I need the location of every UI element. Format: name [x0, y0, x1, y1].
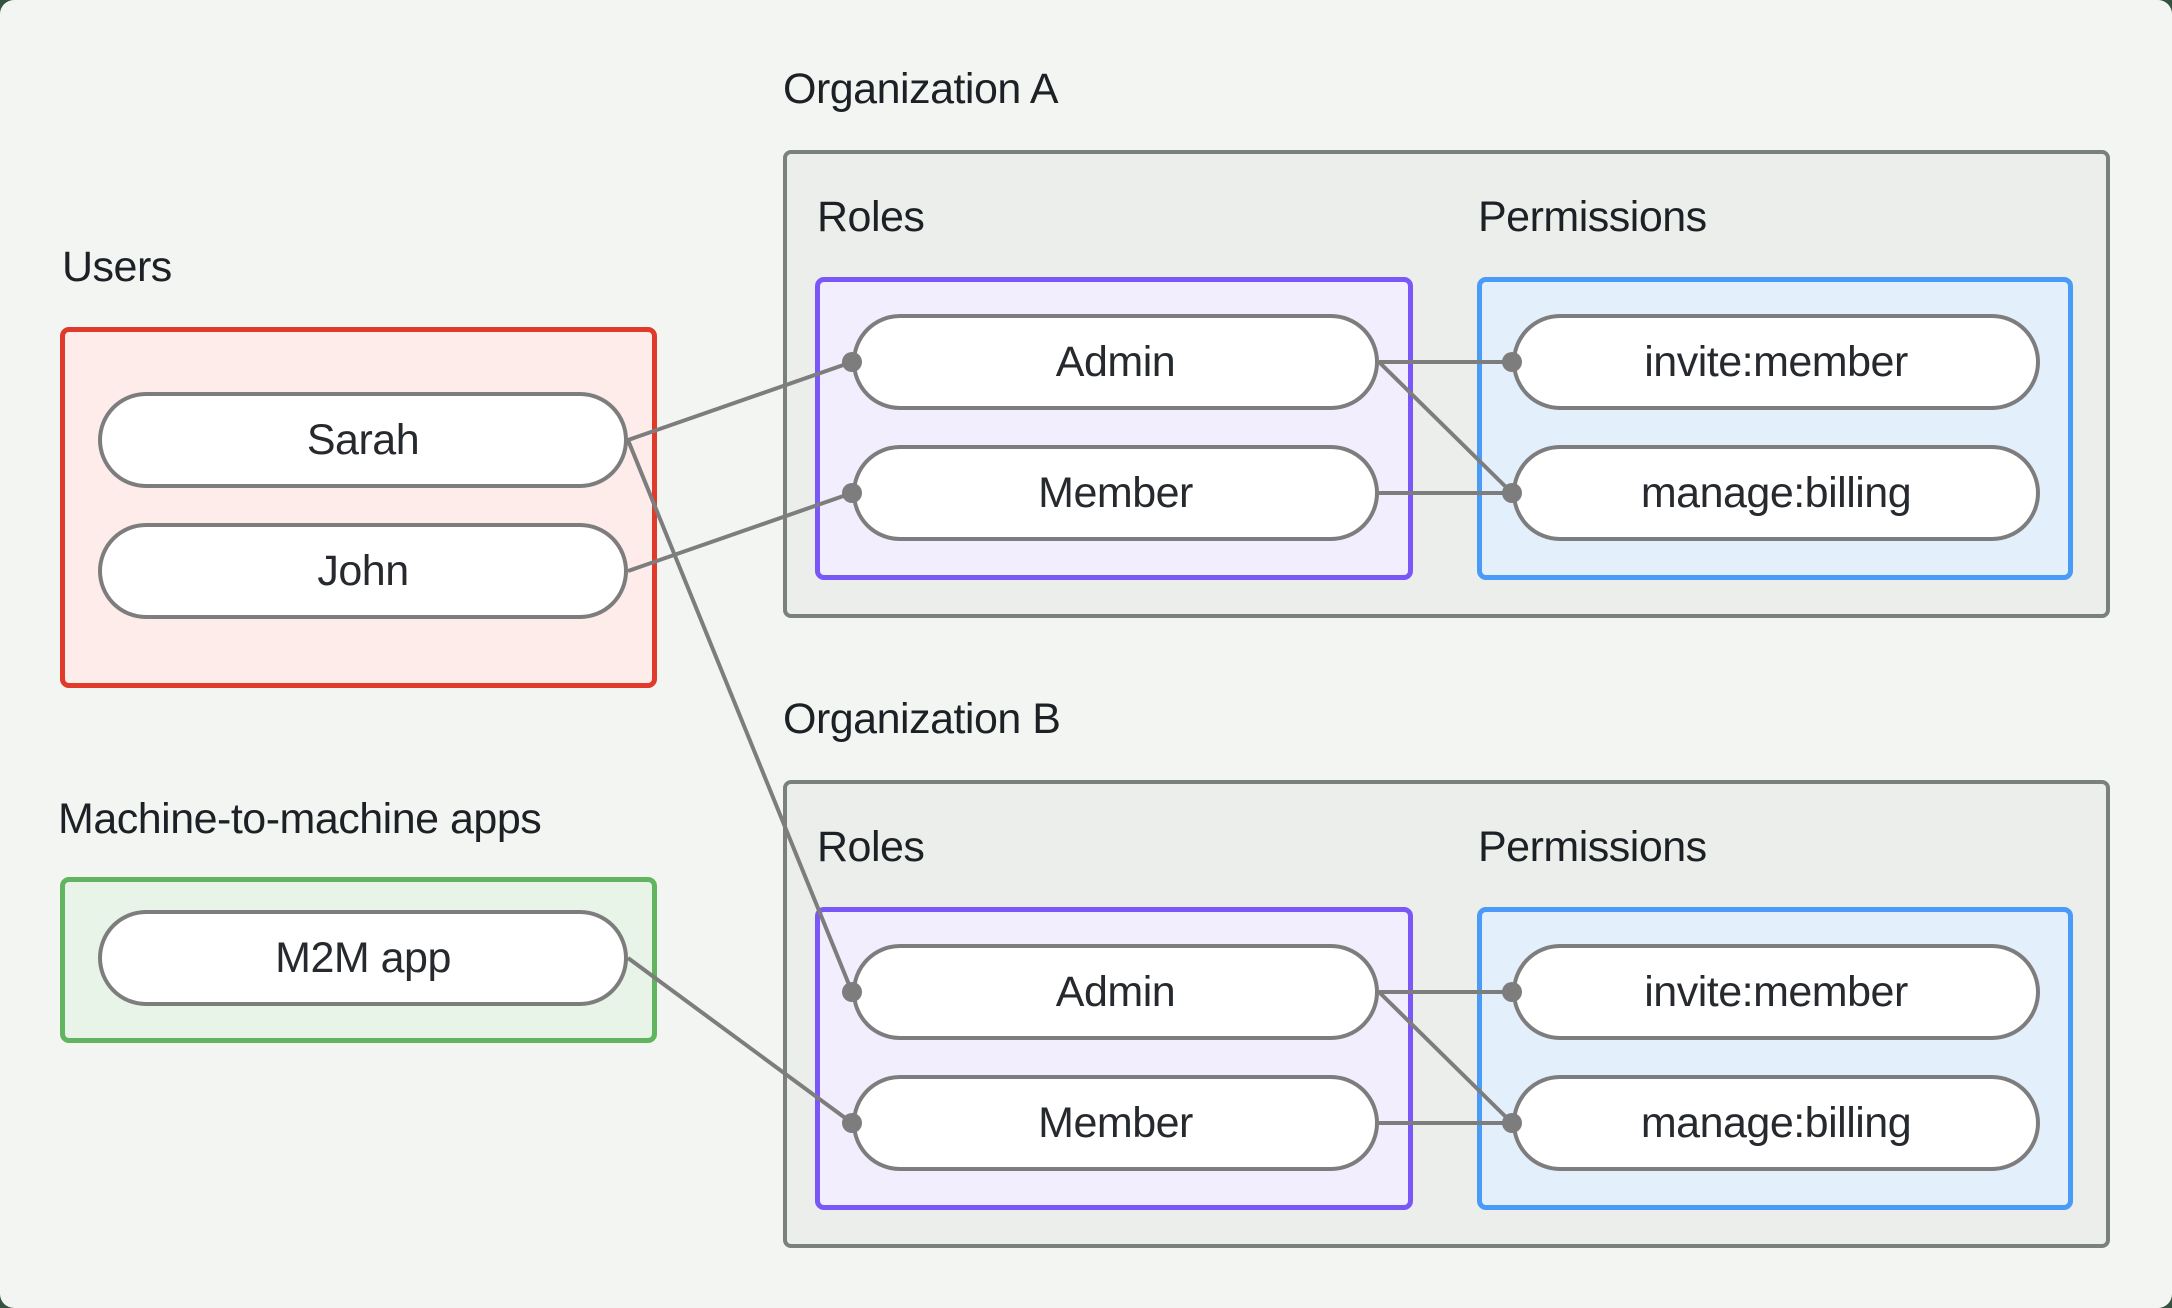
permission-node-invite-member-a: invite:member	[1512, 314, 2040, 410]
role-node-admin-b: Admin	[852, 944, 1379, 1040]
organization-a-title: Organization A	[783, 65, 1059, 113]
organization-a-permissions-label: Permissions	[1478, 193, 1707, 241]
organization-b-roles-label: Roles	[817, 823, 925, 871]
organization-a-roles-label: Roles	[817, 193, 925, 241]
m2m-app-node: M2M app	[98, 910, 628, 1006]
user-node-sarah: Sarah	[98, 392, 628, 488]
organization-b-section: Organization B Roles Permissions Admin M…	[0, 630, 2172, 1308]
permission-node-manage-billing-b: manage:billing	[1512, 1075, 2040, 1171]
role-node-admin-a: Admin	[852, 314, 1379, 410]
users-group-label: Users	[62, 243, 172, 291]
role-node-member-b: Member	[852, 1075, 1379, 1171]
users-group-box	[60, 327, 657, 688]
permission-node-invite-member-b: invite:member	[1512, 944, 2040, 1040]
user-node-john: John	[98, 523, 628, 619]
m2m-group-label: Machine-to-machine apps	[58, 795, 542, 843]
permission-node-manage-billing-a: manage:billing	[1512, 445, 2040, 541]
organization-b-permissions-label: Permissions	[1478, 823, 1707, 871]
organization-b-title: Organization B	[783, 695, 1061, 743]
role-node-member-a: Member	[852, 445, 1379, 541]
